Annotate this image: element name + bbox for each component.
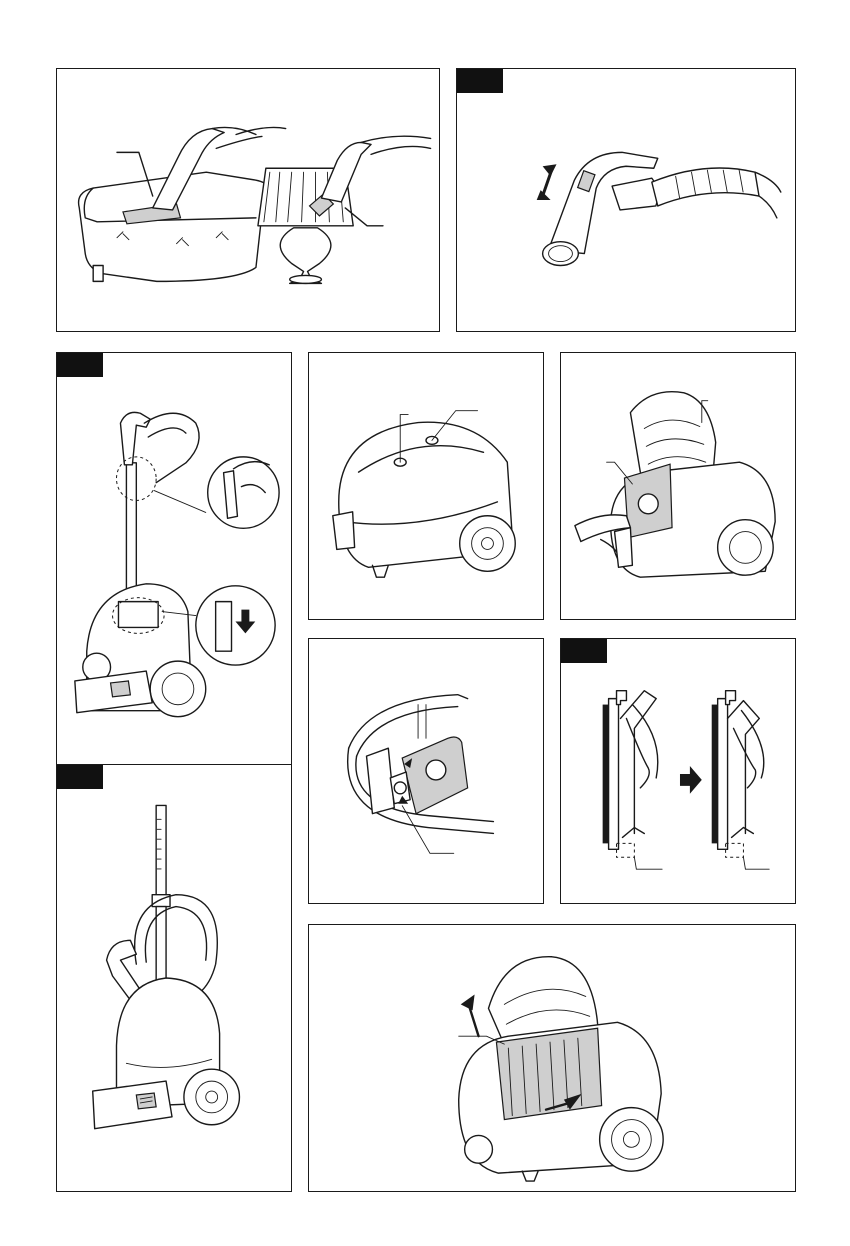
illustration-lid-open-bag <box>561 353 795 619</box>
panel-cleaner-closed <box>308 352 544 620</box>
panel-attachments <box>56 68 440 332</box>
illustration-cleaner-closed <box>309 353 543 619</box>
illustration-hose-handle <box>457 69 795 331</box>
panel-parking-storage <box>56 764 292 1192</box>
panel-bag-fitting-steps <box>560 638 796 904</box>
panel-hose-handle <box>456 68 796 332</box>
illustration-bag-fitting-steps <box>561 639 795 903</box>
illustration-bag-holder <box>309 639 543 903</box>
panel-filter-removal <box>308 924 796 1192</box>
illustration-tube-connection <box>57 353 291 765</box>
panel-tube-connection <box>56 352 292 766</box>
panel-bag-holder <box>308 638 544 904</box>
illustration-attachments <box>57 69 439 331</box>
illustration-parking-storage <box>57 765 291 1191</box>
illustration-filter-removal <box>309 925 795 1191</box>
panel-lid-open-bag <box>560 352 796 620</box>
